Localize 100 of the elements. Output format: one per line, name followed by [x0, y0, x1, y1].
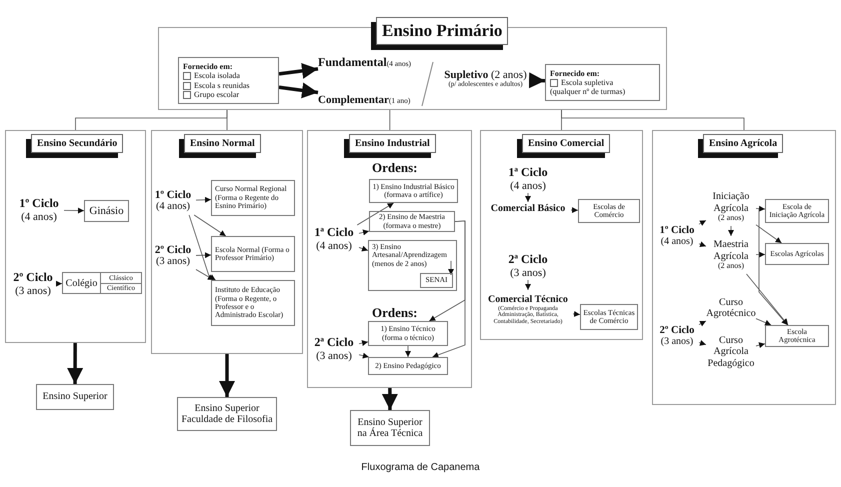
arrow — [756, 318, 772, 326]
connector-line — [389, 110, 390, 130]
arrow — [278, 62, 318, 79]
stage-label: Iniciação Agrícola — [712, 191, 750, 214]
box-heading: Fornecido em: — [183, 62, 234, 72]
note-label: (3 anos) — [15, 284, 51, 297]
arrow — [196, 269, 214, 280]
stage-label: 1º Ciclo — [154, 188, 192, 202]
stage-label: 1ª Ciclo — [314, 226, 354, 240]
list-item: Escola supletiva — [561, 78, 614, 87]
section-label: Ordens: — [372, 160, 418, 176]
stage-label: 2ª Ciclo — [314, 336, 354, 350]
section-panel — [480, 130, 643, 340]
arrow — [698, 220, 706, 226]
connector-line — [561, 110, 744, 130]
arrow — [219, 354, 235, 397]
arrow — [358, 230, 370, 236]
box-label: Ginásio — [89, 204, 124, 218]
process-box — [211, 280, 295, 326]
box-label: Ensino Superior Faculdade de Filosofia — [180, 402, 274, 426]
stage-label: Fundamental — [318, 55, 387, 69]
process-box — [84, 200, 129, 222]
stage-label: 2ª Ciclo — [508, 253, 548, 267]
stage-label: 1º Ciclo — [19, 197, 59, 211]
stage-label: 1º Ciclo — [660, 224, 694, 236]
arrow — [56, 280, 62, 287]
process-box — [211, 236, 295, 272]
note-label: (4 anos) — [660, 236, 694, 248]
arrow — [67, 343, 84, 384]
connector-line — [226, 110, 228, 130]
process-box — [350, 410, 430, 446]
stage-label: Maestria Agrícola — [712, 239, 750, 262]
arrow — [756, 342, 766, 348]
list-item: Escola s reunidas — [194, 80, 250, 90]
process-box — [580, 304, 638, 330]
note-label: (4 anos) — [510, 180, 546, 192]
note-label: (3 anos) — [156, 256, 190, 268]
note-label: (3 anos) — [510, 266, 546, 279]
stage-label: Curso Agrícola Pedagógico — [708, 335, 754, 369]
note-label: (2 anos) — [718, 262, 744, 271]
arrow — [64, 208, 84, 214]
box-label: Colégio — [63, 273, 101, 293]
arrow — [698, 241, 706, 248]
box-label: Ensino Superior na Área Técnica — [356, 416, 424, 440]
note-label: (3 anos) — [660, 336, 694, 348]
process-box — [765, 325, 829, 347]
arrow — [448, 260, 454, 276]
note-label: (4 anos) — [316, 240, 352, 252]
arrow — [756, 252, 766, 258]
process-box — [177, 397, 277, 431]
arrow — [756, 224, 782, 244]
process-box — [765, 243, 829, 265]
list-item: Grupo escolar — [194, 90, 240, 99]
arrow — [188, 214, 216, 280]
arrow — [728, 226, 734, 236]
info-box — [545, 64, 660, 101]
process-box — [369, 179, 458, 203]
process-box — [211, 180, 295, 216]
arrow — [746, 274, 788, 326]
arrow — [570, 207, 578, 214]
note-label: (qualquer nº de turmas) — [550, 87, 626, 96]
stage-label: Curso Agrotécnico — [706, 296, 756, 320]
arrow — [756, 206, 766, 212]
info-box — [178, 57, 279, 104]
arrow — [382, 388, 398, 410]
stage-label: 2º Ciclo — [660, 324, 694, 336]
process-box — [368, 321, 448, 346]
section-panel — [151, 130, 303, 354]
box-heading: Fornecido em: — [550, 68, 601, 78]
arrow — [278, 82, 318, 98]
box-label: Ensino Superior — [42, 391, 108, 403]
arrow — [405, 346, 411, 358]
arrow — [358, 246, 368, 252]
note-label: (4 anos) — [21, 210, 57, 223]
note-label: (2 anos) — [718, 214, 744, 223]
caption: Fluxograma de Capanema — [360, 462, 481, 473]
arrow — [358, 352, 370, 359]
arrow — [572, 311, 580, 317]
stage-label: Complementar — [318, 94, 389, 106]
arrow — [698, 340, 706, 346]
note-label: (3 anos) — [316, 350, 352, 362]
process-box — [765, 199, 829, 223]
process-box — [368, 240, 457, 291]
stage-label: Comercial Técnico — [488, 294, 568, 306]
process-box — [578, 199, 640, 223]
section-label: Ordens: — [372, 305, 418, 321]
stage-label: 1ª Ciclo — [508, 166, 548, 180]
process-box — [368, 357, 448, 375]
arrow — [356, 202, 394, 226]
stage-label: Supletivo (2 anos) — [444, 68, 527, 81]
section-panel — [307, 130, 472, 388]
arrow — [432, 220, 466, 358]
note-label: (4 anos) — [156, 201, 190, 214]
arrow — [196, 196, 212, 203]
stage-label: 2º Ciclo — [13, 271, 53, 285]
stage-label: Comercial Básico — [490, 203, 566, 215]
split-box — [62, 272, 142, 294]
process-box — [36, 384, 114, 410]
arrow — [525, 280, 531, 290]
arrow — [698, 320, 706, 326]
